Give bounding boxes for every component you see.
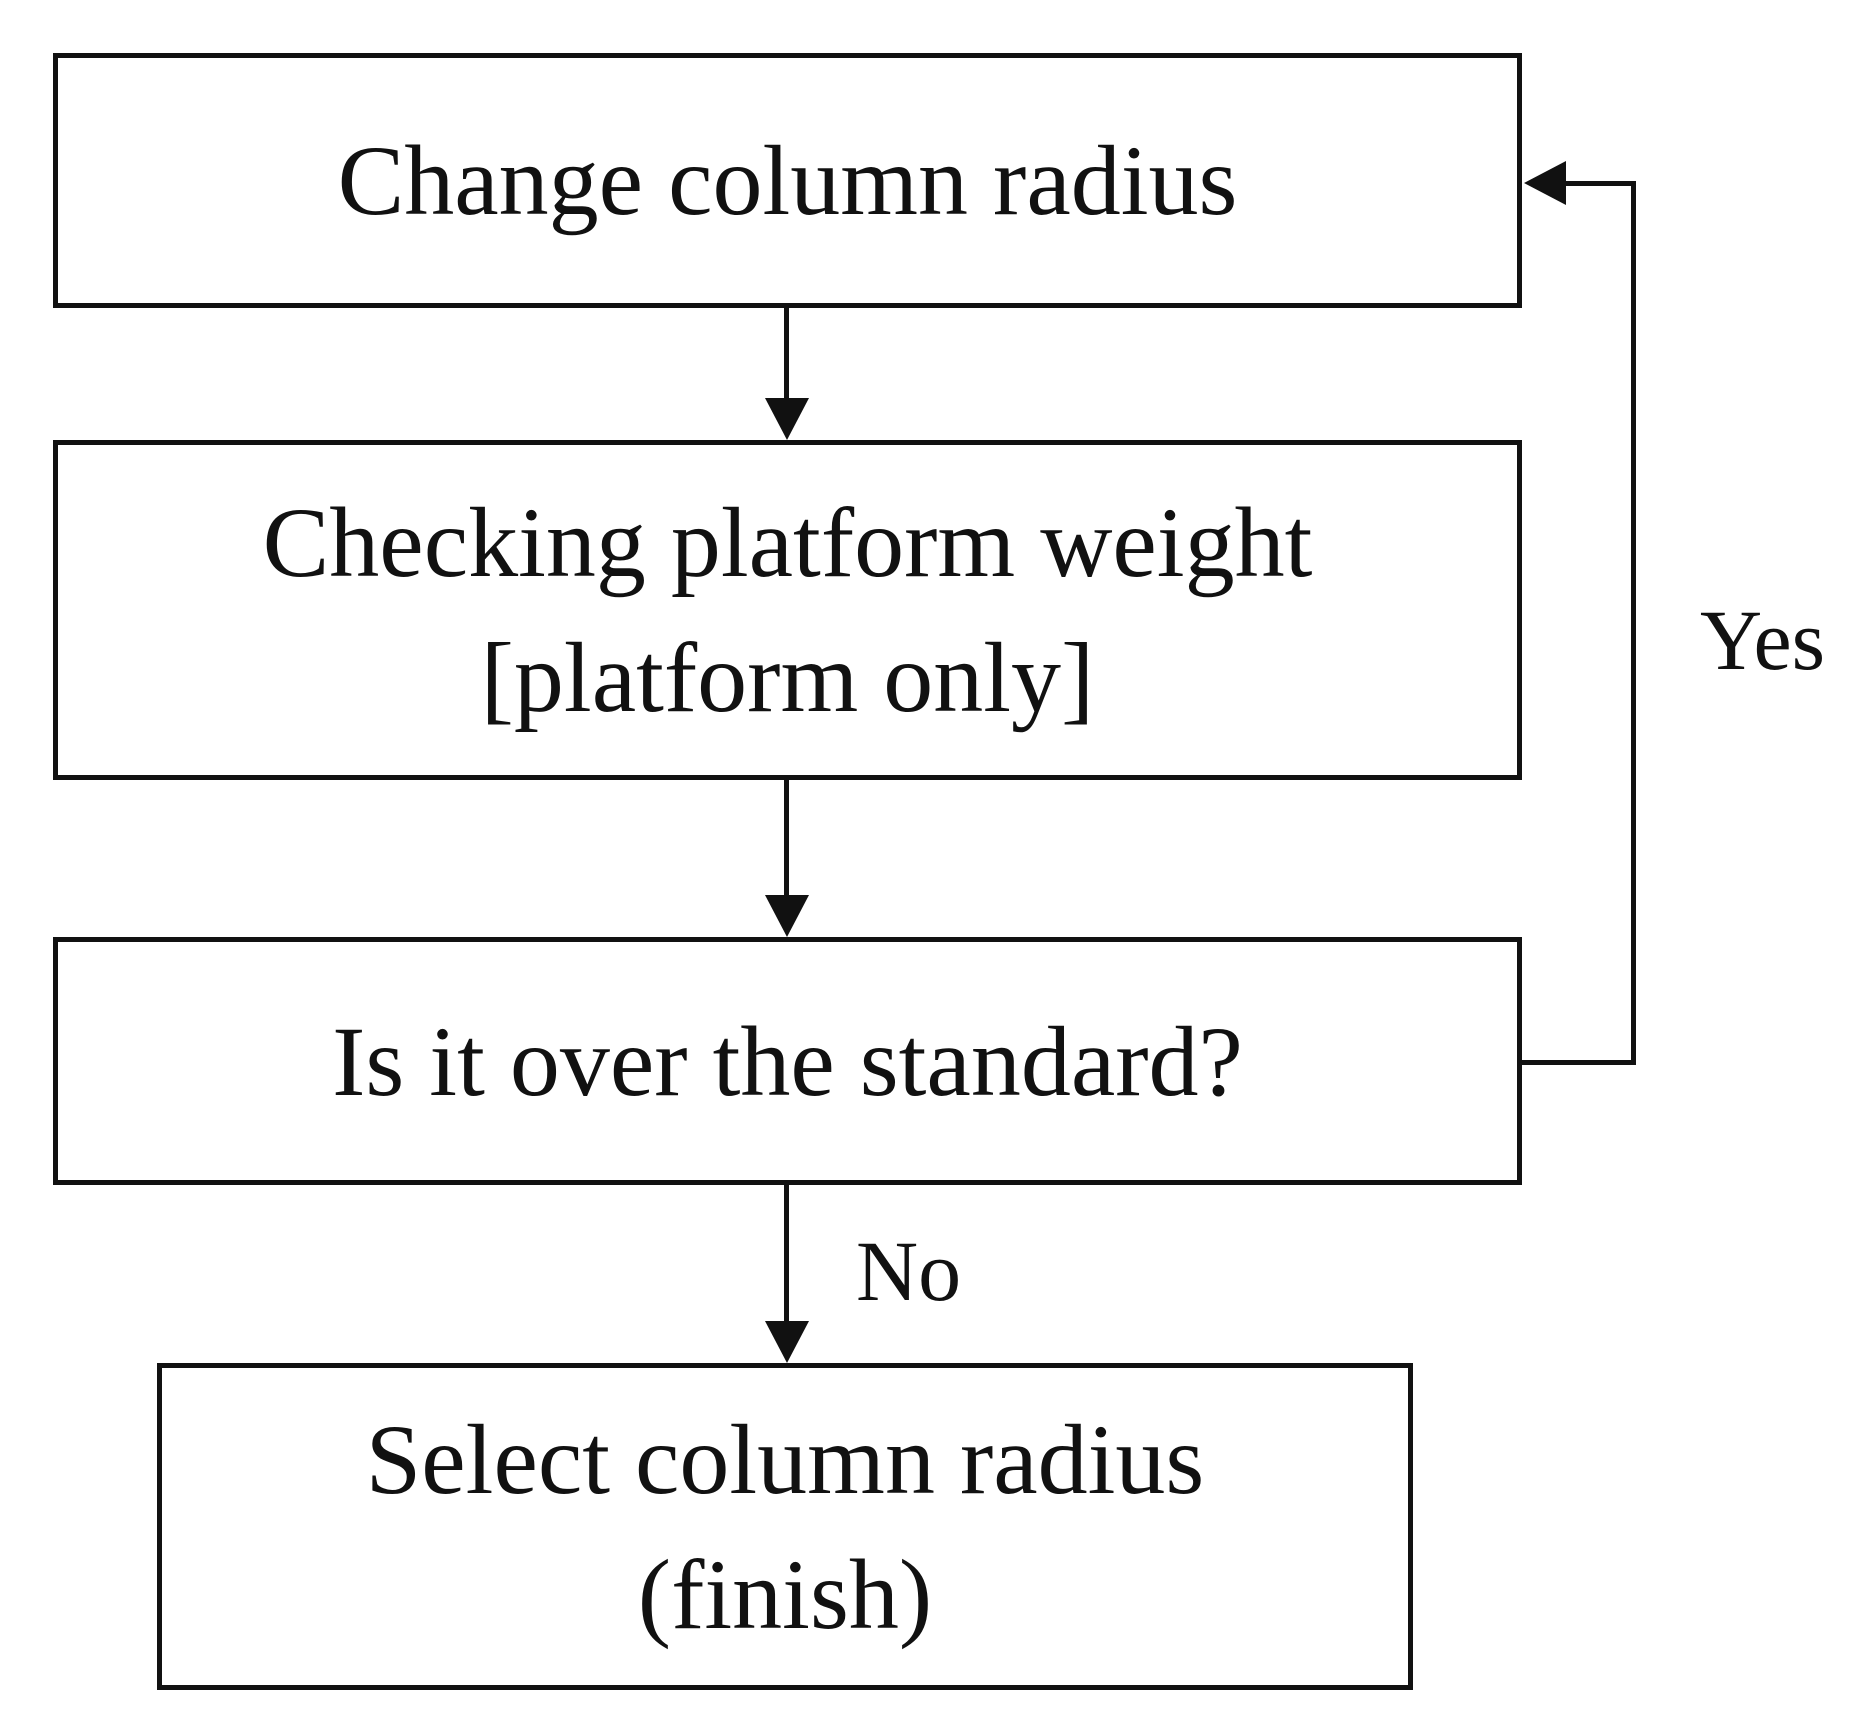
arrow-decision-to-select-line bbox=[784, 1185, 789, 1325]
feedback-loop-vertical-segment bbox=[1631, 181, 1636, 1065]
node-text-line: Is it over the standard? bbox=[332, 1005, 1243, 1117]
arrow-down-icon bbox=[765, 398, 809, 440]
edge-label-yes: Yes bbox=[1700, 592, 1826, 688]
node-text-line: Checking platform weight bbox=[262, 487, 1313, 598]
arrow-down-icon bbox=[765, 1321, 809, 1363]
node-text-line: Change column radius bbox=[337, 125, 1238, 236]
arrow-down-icon bbox=[765, 895, 809, 937]
arrow-change-to-checking-line bbox=[784, 308, 789, 404]
node-text-line: [platform only] bbox=[480, 622, 1095, 733]
node-text-line: Select column radius bbox=[365, 1403, 1205, 1515]
node-select-column-radius: Select column radius (finish) bbox=[157, 1363, 1413, 1690]
edge-label-no: No bbox=[856, 1223, 962, 1319]
feedback-loop-top-segment bbox=[1564, 181, 1636, 186]
node-change-column-radius: Change column radius bbox=[53, 53, 1522, 308]
node-is-it-over-standard: Is it over the standard? bbox=[53, 937, 1522, 1185]
feedback-loop-bottom-segment bbox=[1520, 1060, 1636, 1065]
node-text-line: (finish) bbox=[637, 1538, 933, 1650]
arrow-left-icon bbox=[1524, 161, 1566, 205]
node-checking-platform-weight: Checking platform weight [platform only] bbox=[53, 440, 1522, 780]
arrow-checking-to-decision-line bbox=[784, 780, 789, 899]
